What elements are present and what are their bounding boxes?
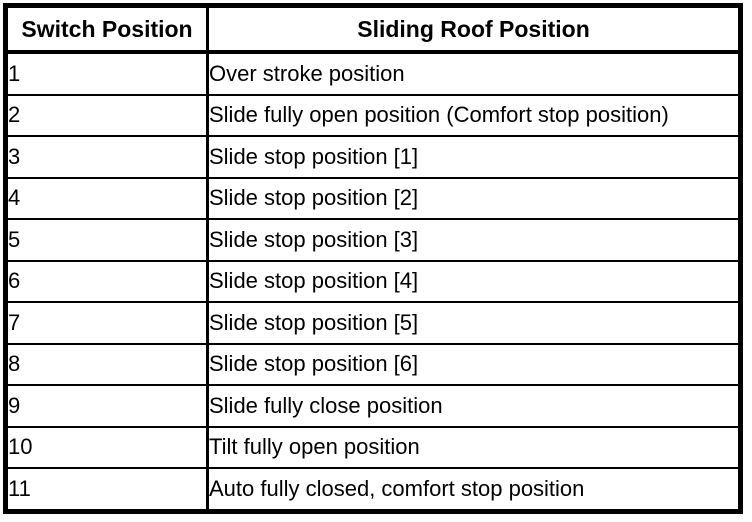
switch-position-cell: 4 bbox=[4, 176, 209, 221]
switch-position-cell: 8 bbox=[4, 342, 209, 387]
table-row: 1 Over stroke position bbox=[4, 51, 742, 96]
table-row: 7 Slide stop position [5] bbox=[4, 301, 742, 345]
roof-position-cell: Auto fully closed, comfort stop position bbox=[206, 467, 742, 513]
roof-position-cell: Slide stop position [4] bbox=[206, 259, 742, 304]
switch-position-cell: 3 bbox=[4, 135, 209, 179]
header-sliding-roof-position: Sliding Roof Position bbox=[206, 4, 742, 54]
switch-position-cell: 10 bbox=[4, 425, 209, 470]
table-row: 9 Slide fully close position bbox=[4, 384, 742, 428]
roof-position-cell: Slide stop position [6] bbox=[206, 342, 742, 387]
table-row: 6 Slide stop position [4] bbox=[4, 259, 742, 304]
switch-position-cell: 7 bbox=[4, 301, 209, 345]
switch-position-cell: 11 bbox=[4, 467, 209, 513]
switch-position-cell: 1 bbox=[4, 51, 209, 96]
header-row: Switch Position Sliding Roof Position bbox=[4, 4, 742, 54]
header-switch-position: Switch Position bbox=[4, 4, 209, 54]
roof-position-cell: Slide stop position [3] bbox=[206, 218, 742, 262]
table-row: 2 Slide fully open position (Comfort sto… bbox=[4, 93, 742, 138]
switch-position-cell: 5 bbox=[4, 218, 209, 262]
table-row: 3 Slide stop position [1] bbox=[4, 135, 742, 179]
roof-position-cell: Slide stop position [2] bbox=[206, 176, 742, 221]
table-header: Switch Position Sliding Roof Position bbox=[4, 4, 742, 54]
table-row: 11 Auto fully closed, comfort stop posit… bbox=[4, 467, 742, 513]
roof-position-cell: Over stroke position bbox=[206, 51, 742, 96]
table-body: 1 Over stroke position 2 Slide fully ope… bbox=[4, 51, 742, 513]
sliding-roof-position-table: Switch Position Sliding Roof Position 1 … bbox=[3, 3, 743, 514]
roof-position-cell: Slide stop position [5] bbox=[206, 301, 742, 345]
switch-position-cell: 6 bbox=[4, 259, 209, 304]
switch-position-cell: 9 bbox=[4, 384, 209, 428]
roof-position-cell: Slide fully open position (Comfort stop … bbox=[206, 93, 742, 138]
table-row: 5 Slide stop position [3] bbox=[4, 218, 742, 262]
table-row: 8 Slide stop position [6] bbox=[4, 342, 742, 387]
table-row: 4 Slide stop position [2] bbox=[4, 176, 742, 221]
table-row: 10 Tilt fully open position bbox=[4, 425, 742, 470]
roof-position-cell: Slide stop position [1] bbox=[206, 135, 742, 179]
roof-position-cell: Slide fully close position bbox=[206, 384, 742, 428]
switch-position-cell: 2 bbox=[4, 93, 209, 138]
roof-position-cell: Tilt fully open position bbox=[206, 425, 742, 470]
